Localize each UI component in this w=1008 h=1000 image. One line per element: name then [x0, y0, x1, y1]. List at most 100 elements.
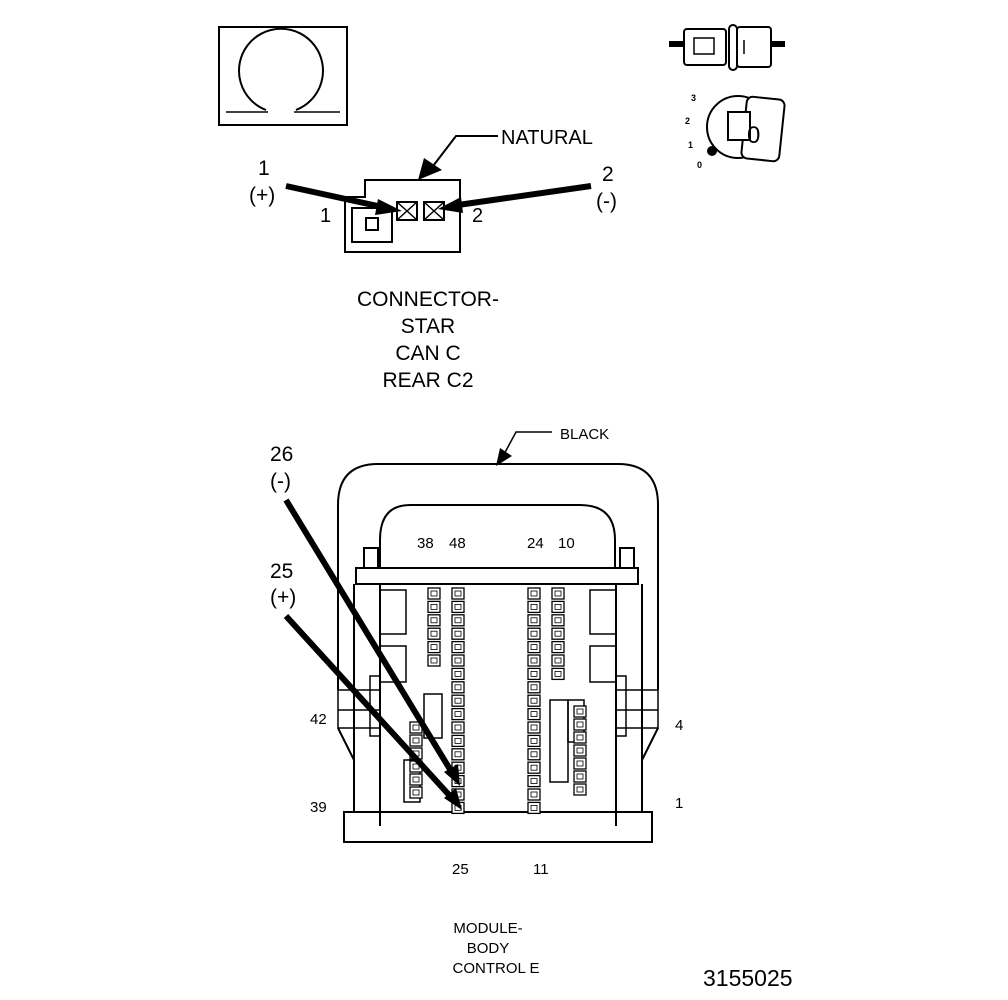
pin-cavity	[451, 681, 465, 694]
pin-cavity-terminal	[576, 708, 584, 715]
pin-cavity	[551, 667, 565, 681]
ignition-position-3: 3	[691, 93, 696, 103]
module-callout-25-polarity: (+)	[270, 586, 296, 609]
pin-cavity	[551, 587, 565, 600]
disconnected-connector-icon	[669, 24, 785, 71]
pin-cavity	[527, 761, 541, 774]
pin-cavity	[551, 600, 565, 614]
pin-cavity	[527, 721, 541, 734]
star-pin2-callout: 2	[602, 163, 614, 186]
pin-cavity	[527, 774, 541, 788]
pin-cavity-terminal	[530, 657, 538, 664]
pin-cavity	[573, 783, 587, 796]
module-callout-26: 26	[270, 443, 293, 466]
star-side-label-left: 1	[320, 205, 331, 227]
pin-cavity-terminal	[554, 671, 562, 677]
pin-cavity-terminal	[530, 751, 538, 758]
module-right-pin-1: 1	[675, 795, 683, 812]
pin-cavity	[573, 705, 587, 718]
ignition-position-0: 0	[697, 160, 702, 170]
pin-cavity	[409, 786, 423, 799]
star-title-line-2: STAR	[401, 315, 455, 338]
pin-cavity	[427, 600, 441, 614]
module-left-pin-42: 42	[310, 711, 327, 728]
pin-cavity-terminal	[430, 617, 438, 624]
pin-cavity	[527, 788, 541, 801]
pin-cavity-terminal	[454, 697, 462, 704]
ignition-position-1: 1	[688, 140, 693, 150]
pin-cavity-terminal	[430, 657, 438, 664]
pin-cavity	[427, 654, 441, 667]
pin-cavity-terminal	[530, 764, 538, 771]
pin-cavity-terminal	[412, 789, 420, 796]
pin-cavity	[451, 734, 465, 748]
pin-cavity-terminal	[412, 763, 420, 770]
pin-cavity	[451, 587, 465, 600]
pin-cavity-terminal	[530, 738, 538, 744]
pin-cavity	[451, 654, 465, 667]
pin-cavity	[527, 748, 541, 761]
pin-cavity	[527, 654, 541, 667]
module-right-pin-4: 4	[675, 717, 683, 734]
star-color-label: NATURAL	[501, 127, 593, 149]
module-callout-25: 25	[270, 560, 293, 583]
pin-cavity	[409, 773, 423, 786]
pin-cavity	[427, 587, 441, 600]
pin-cavity-terminal	[454, 590, 462, 597]
pin-cavity-terminal	[576, 760, 584, 767]
pin-cavity	[427, 640, 441, 654]
pin-cavity-terminal	[454, 684, 462, 691]
pin-cavity-terminal	[530, 778, 538, 784]
pin-cavity	[527, 734, 541, 748]
module-top-pin-10: 10	[558, 535, 575, 552]
pin-cavity	[451, 614, 465, 627]
pin-cavity	[551, 614, 565, 627]
pin-cavity-terminal	[412, 776, 420, 783]
pin-cavity-terminal	[554, 590, 562, 597]
star-title-line-1: CONNECTOR-	[357, 288, 499, 311]
pin-cavity	[427, 614, 441, 627]
pin-cavity-terminal	[454, 724, 462, 731]
pin-cavity	[451, 627, 465, 640]
pin-cavity-terminal	[530, 671, 538, 677]
pin-cavity	[427, 627, 441, 640]
pin-cavity	[527, 587, 541, 600]
pin-cavity-terminal	[530, 590, 538, 597]
pin-cavity-terminal	[554, 617, 562, 624]
pin-cavity	[451, 600, 465, 614]
pin-cavity	[409, 734, 423, 747]
pin-cavity-terminal	[454, 604, 462, 610]
pin-cavity	[527, 681, 541, 694]
pin-cavity-terminal	[576, 786, 584, 793]
pin-cavity-terminal	[530, 684, 538, 691]
pin-cavity-terminal	[576, 773, 584, 780]
ohm-meter-icon	[218, 26, 348, 126]
pin-cavity-terminal	[530, 630, 538, 637]
pin-cavity-terminal	[454, 751, 462, 758]
pin-cavity	[573, 757, 587, 770]
module-title-line-2: BODY	[467, 940, 510, 957]
star-pin1-callout: 1	[258, 157, 270, 180]
pin-cavity-terminal	[454, 657, 462, 664]
pin-cavity-terminal	[530, 617, 538, 624]
pin-cavity-terminal	[530, 791, 538, 798]
pin-cavity-terminal	[430, 630, 438, 637]
module-top-pin-38: 38	[417, 535, 434, 552]
pin-cavity	[451, 748, 465, 761]
pin-cavity-terminal	[530, 644, 538, 650]
ignition-position-2: 2	[685, 116, 690, 126]
pin-cavity	[551, 654, 565, 667]
pin-cavity	[573, 731, 587, 744]
module-left-pin-39: 39	[310, 799, 327, 816]
star-pin1-polarity: (+)	[249, 184, 275, 207]
star-pin2-polarity: (-)	[596, 190, 617, 213]
pin-cavity	[527, 627, 541, 640]
star-pin-2	[423, 201, 445, 221]
pin-cavity-terminal	[454, 671, 462, 677]
pin-cavity	[527, 707, 541, 721]
pin-cavity-terminal	[576, 747, 584, 754]
pin-cavity-terminal	[530, 711, 538, 717]
pin-cavity-terminal	[430, 604, 438, 610]
pin-cavity-terminal	[454, 711, 462, 717]
